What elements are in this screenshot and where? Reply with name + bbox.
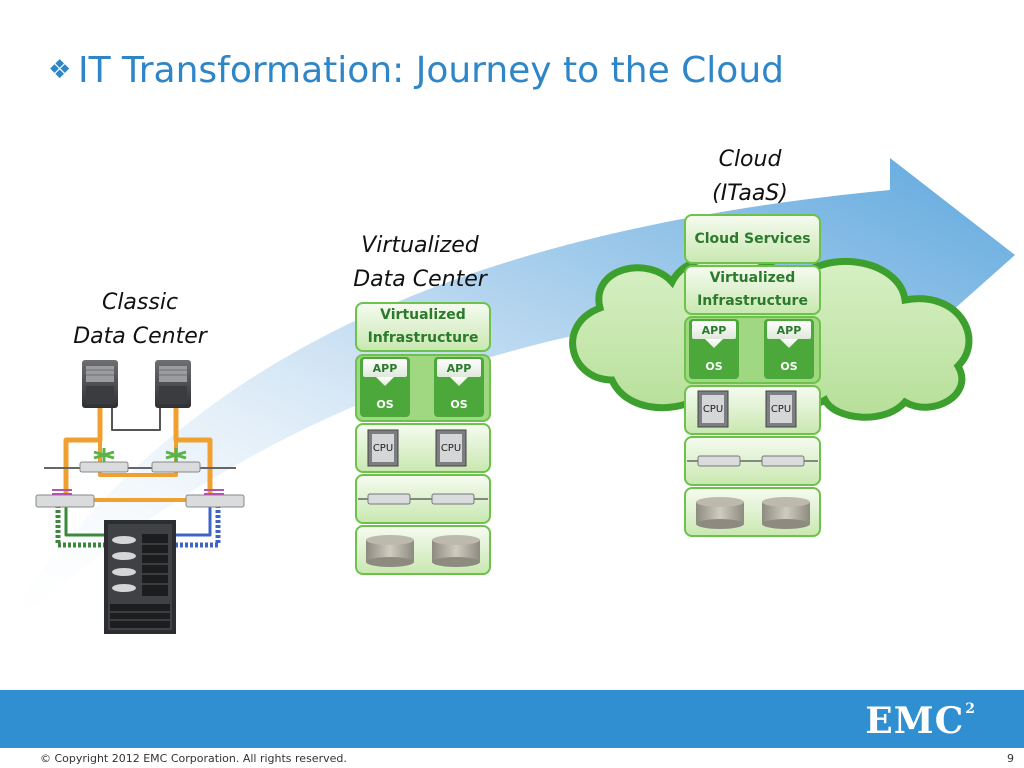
cloud-itaas-label: Cloud (ITaaS) bbox=[680, 143, 820, 211]
disk-icon bbox=[762, 497, 810, 529]
virtualized-data-center-label: Virtualized Data Center bbox=[330, 229, 510, 297]
virtualized-label-line1: Virtualized bbox=[361, 233, 479, 258]
cpu-icon: CPU bbox=[435, 429, 467, 467]
cloud-label-line1: Cloud bbox=[718, 147, 782, 172]
virtualized-data-center: APP OS APP OS CPU CPU bbox=[355, 302, 491, 575]
classic-label-line1: Classic bbox=[101, 290, 179, 315]
journey-diagram: APP OS APP OS CPU CPU bbox=[10, 158, 1015, 634]
cpu-icon: CPU bbox=[765, 390, 797, 428]
app-os-icon: APP OS bbox=[689, 319, 739, 379]
virtualized-label-line2: Data Center bbox=[353, 267, 487, 292]
svg-text:OS: OS bbox=[450, 398, 467, 411]
infra-label-line1: Virtualized bbox=[380, 307, 466, 323]
disk-icon bbox=[432, 535, 480, 567]
cloud-virtualized-infrastructure-box bbox=[684, 265, 821, 315]
svg-text:APP: APP bbox=[702, 324, 727, 337]
slide-title: ❖IT Transformation: Journey to the Cloud bbox=[48, 50, 784, 91]
app-os-icon: APP OS bbox=[434, 357, 484, 417]
classic-data-center bbox=[35, 360, 245, 634]
cloud-itaas: APP OS APP OS CPU CPU bbox=[569, 214, 973, 537]
svg-text:OS: OS bbox=[705, 360, 722, 373]
diamond-bullet-icon: ❖ bbox=[48, 55, 72, 85]
virtualized-infrastructure-label: Virtualized Infrastructure bbox=[356, 303, 490, 351]
app-os-icon: APP OS bbox=[360, 357, 410, 417]
fabric-switch-icon bbox=[35, 489, 95, 508]
svg-text:CPU: CPU bbox=[771, 404, 791, 415]
cpu-icon: CPU bbox=[367, 429, 399, 467]
slide-title-text: IT Transformation: Journey to the Cloud bbox=[78, 50, 784, 91]
network-switch-icon bbox=[358, 493, 488, 505]
emc-logo: EMC2 bbox=[865, 700, 976, 742]
classic-label-line2: Data Center bbox=[73, 324, 207, 349]
virtualized-infrastructure-box bbox=[355, 302, 491, 352]
svg-text:CPU: CPU bbox=[441, 443, 461, 454]
svg-text:CPU: CPU bbox=[703, 404, 723, 415]
copyright-text: © Copyright 2012 EMC Corporation. All ri… bbox=[40, 752, 347, 765]
storage-array-icon bbox=[104, 520, 176, 634]
cloud-infra-label-line2: Infrastructure bbox=[697, 293, 808, 309]
infra-label-line2: Infrastructure bbox=[367, 330, 479, 346]
cloud-services-text: Cloud Services bbox=[694, 230, 811, 247]
server-icon bbox=[155, 360, 191, 408]
network-switch-icon bbox=[687, 455, 818, 467]
network-switch-icon bbox=[79, 448, 129, 473]
app-os-icon: APP OS bbox=[764, 319, 814, 379]
cloud-virtualized-infrastructure-label: Virtualized Infrastructure bbox=[685, 266, 820, 314]
page-number: 9 bbox=[1007, 752, 1014, 765]
disk-icon bbox=[696, 497, 744, 529]
svg-text:APP: APP bbox=[777, 324, 802, 337]
cloud-services-label: Cloud Services bbox=[685, 215, 820, 263]
cloud-label-line2: (ITaaS) bbox=[712, 181, 788, 206]
cpu-icon: CPU bbox=[697, 390, 729, 428]
svg-text:APP: APP bbox=[373, 362, 398, 375]
footer-bar: EMC2 bbox=[0, 690, 1024, 748]
classic-data-center-label: Classic Data Center bbox=[50, 286, 230, 354]
server-icon bbox=[82, 360, 118, 408]
fabric-switch-icon bbox=[185, 489, 245, 508]
svg-text:APP: APP bbox=[447, 362, 472, 375]
cloud-services-box bbox=[684, 214, 821, 264]
disk-icon bbox=[366, 535, 414, 567]
network-switch-icon bbox=[151, 448, 201, 473]
svg-text:OS: OS bbox=[376, 398, 393, 411]
svg-text:CPU: CPU bbox=[373, 443, 393, 454]
cloud-infra-label-line1: Virtualized bbox=[709, 270, 796, 286]
svg-text:OS: OS bbox=[780, 360, 797, 373]
